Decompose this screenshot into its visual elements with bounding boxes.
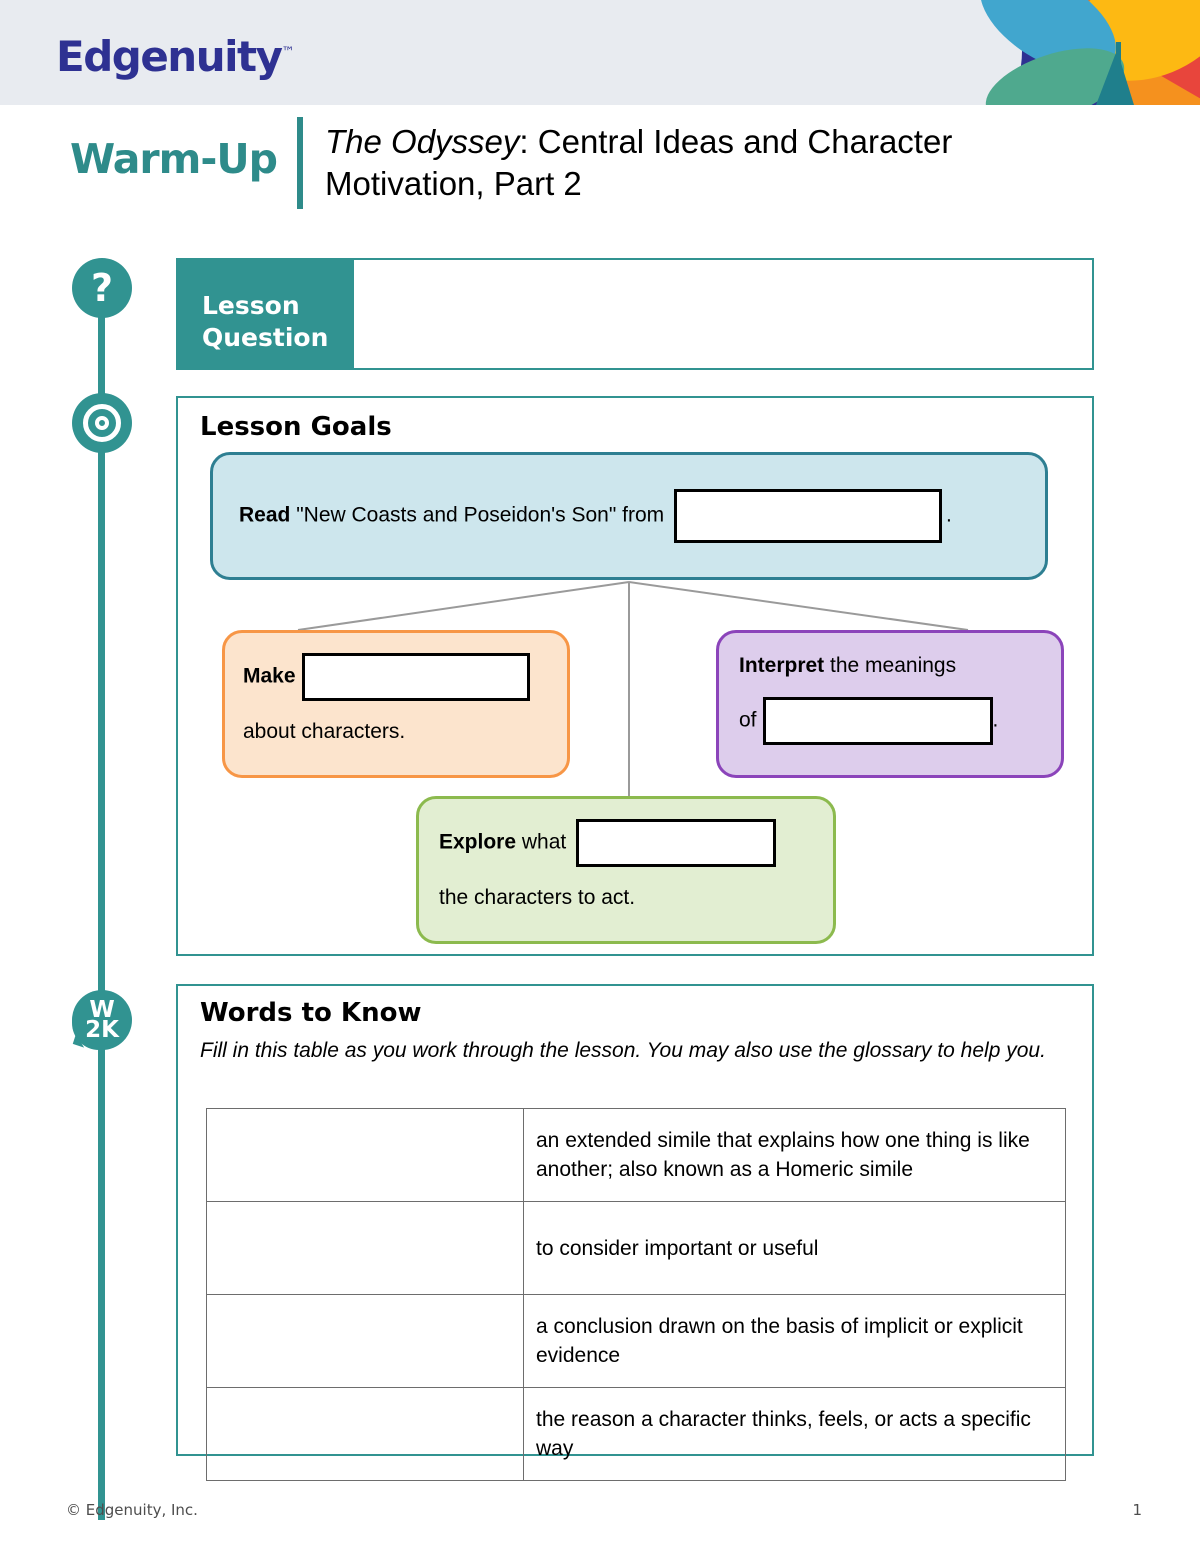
timeline-spine — [98, 280, 105, 1520]
goal-read-verb: Read — [239, 503, 291, 527]
lesson-goals-heading: Lesson Goals — [200, 412, 392, 442]
table-row: an extended simile that explains how one… — [206, 1108, 1066, 1202]
edgenuity-logo: Edgenuity™ — [56, 32, 294, 81]
goal-interpret-box: Interpret the meanings of. — [716, 630, 1064, 778]
table-row: to consider important or useful — [206, 1201, 1066, 1295]
goal-explore-text: what — [521, 830, 567, 854]
goal-interpret-period: . — [992, 708, 999, 732]
term-input-cell[interactable] — [206, 1294, 524, 1388]
goal-make-line1: Make — [243, 653, 549, 701]
words-to-know-heading: Words to Know — [200, 998, 422, 1028]
term-input-cell[interactable] — [206, 1108, 524, 1202]
goal-read-blank-input[interactable] — [673, 489, 942, 543]
w2k-letter-w: W — [89, 996, 115, 1023]
page-footer: © Edgenuity, Inc. 1 — [0, 1501, 1200, 1525]
header-band: Edgenuity™ — [0, 0, 1200, 105]
goal-read-suffix: . — [945, 503, 952, 527]
target-ring-outer — [83, 404, 121, 442]
pinwheel-decoration-graphic — [920, 0, 1200, 105]
w2k-letter-2k: 2K — [85, 1017, 119, 1043]
goal-read-box: Read "New Coasts and Poseidon's Son" fro… — [210, 452, 1048, 580]
goal-make-blank-input[interactable] — [301, 653, 530, 701]
goal-make-verb: Make — [243, 664, 296, 688]
goal-interpret-of: of — [739, 708, 757, 732]
table-row: the reason a character thinks, feels, or… — [206, 1387, 1066, 1481]
title-remainder: : Central Ideas and Character Motivation… — [325, 123, 953, 202]
goal-explore-blank-input[interactable] — [576, 819, 777, 867]
lesson-goals-panel: Lesson Goals Read "New Coasts and Poseid… — [176, 396, 1094, 956]
goal-make-line2: about characters. — [243, 720, 406, 743]
question-mark-icon: ? — [72, 258, 132, 318]
goal-read-text: Read "New Coasts and Poseidon's Son" fro… — [239, 489, 952, 543]
words-to-know-instructions: Fill in this table as you work through t… — [200, 1039, 1046, 1062]
definition-cell: to consider important or useful — [523, 1201, 1066, 1295]
goal-interpret-line2: of. — [739, 697, 1041, 745]
definition-cell: a conclusion drawn on the basis of impli… — [523, 1294, 1066, 1388]
term-input-cell[interactable] — [206, 1201, 524, 1295]
goal-explore-box: Explore what the characters to act. — [416, 796, 836, 944]
definition-cell: an extended simile that explains how one… — [523, 1108, 1066, 1202]
words-to-know-bubble-icon: W 2K — [72, 990, 132, 1050]
goal-explore-line2: the characters to act. — [439, 886, 636, 909]
goal-read-prefix: "New Coasts and Poseidon's Son" from — [296, 503, 665, 527]
lesson-question-label-line1: Lesson — [202, 291, 300, 320]
vocabulary-table: an extended simile that explains how one… — [206, 1108, 1066, 1481]
target-ring-icon — [72, 393, 132, 453]
copyright-text: © Edgenuity, Inc. — [66, 1501, 198, 1519]
definition-cell: the reason a character thinks, feels, or… — [523, 1387, 1066, 1481]
goal-interpret-blank-input[interactable] — [762, 697, 993, 745]
title-work-name: The Odyssey — [325, 123, 520, 160]
goal-interpret-text: the meanings — [830, 654, 957, 677]
term-input-cell[interactable] — [206, 1387, 524, 1481]
target-ring-inner — [95, 416, 109, 430]
table-row: a conclusion drawn on the basis of impli… — [206, 1294, 1066, 1388]
goal-make-box: Make about characters. — [222, 630, 570, 778]
title-row: Warm-Up The Odyssey: Central Ideas and C… — [0, 105, 1200, 225]
lesson-question-label: Lesson Question — [178, 260, 354, 368]
lesson-question-panel: Lesson Question — [176, 258, 1094, 370]
page-title: The Odyssey: Central Ideas and Character… — [325, 121, 1115, 205]
pinwheel-svg — [920, 0, 1200, 105]
question-glyph: ? — [90, 266, 114, 310]
goal-explore-line1: Explore what — [439, 819, 813, 867]
goal-explore-verb: Explore — [439, 830, 517, 854]
lesson-question-label-line2: Question — [202, 323, 329, 352]
title-divider — [297, 117, 303, 209]
section-label: Warm-Up — [70, 135, 278, 183]
goal-interpret-line1: Interpret the meanings — [739, 651, 1041, 681]
page-number: 1 — [1132, 1501, 1142, 1519]
words-to-know-panel: Words to Know Fill in this table as you … — [176, 984, 1094, 1481]
logo-trademark-icon: ™ — [281, 45, 294, 60]
goal-interpret-verb: Interpret — [739, 654, 825, 677]
vocabulary-table-body: an extended simile that explains how one… — [206, 1108, 1066, 1481]
logo-text: Edgenuity — [56, 32, 283, 81]
